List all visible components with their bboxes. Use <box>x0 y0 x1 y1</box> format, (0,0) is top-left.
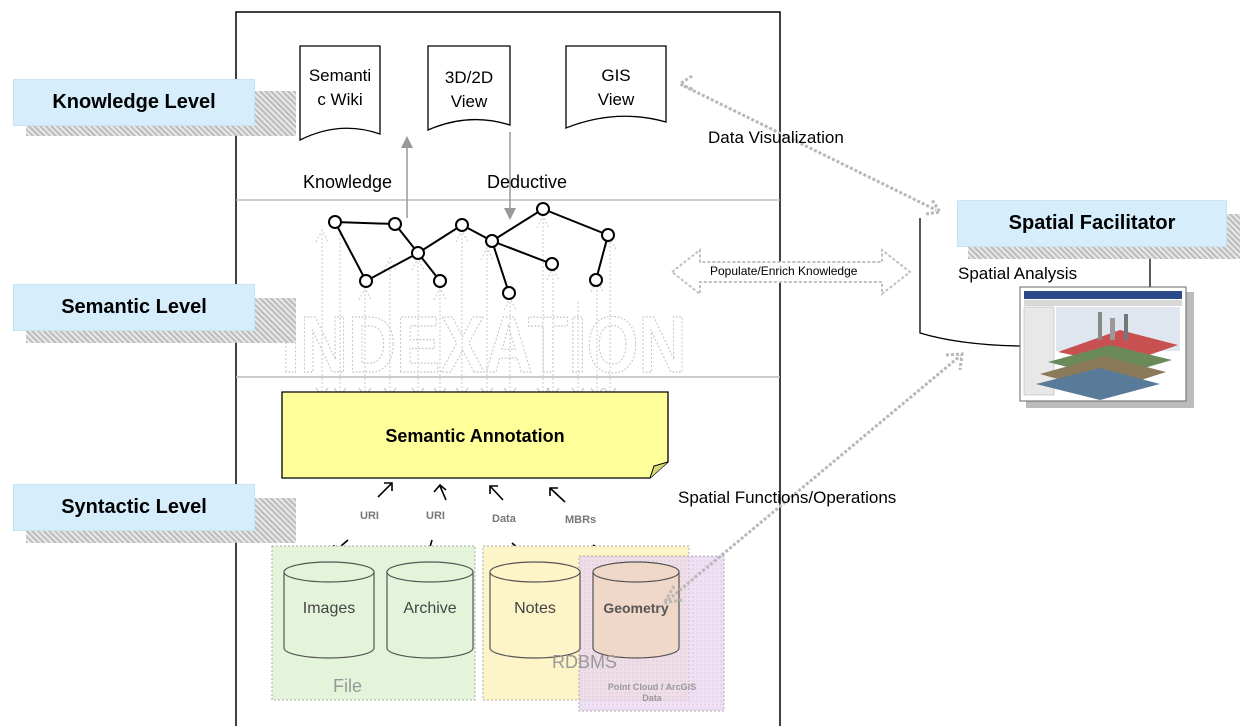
graph-node <box>485 234 499 248</box>
graph-node <box>328 215 342 229</box>
graph-node <box>601 228 615 242</box>
annotation-input-arrows <box>377 482 566 503</box>
semantic-wiki-text: Semanti c Wiki <box>308 66 372 109</box>
document-semantic-wiki <box>299 45 381 142</box>
semantic-level-label: Semantic Level <box>61 296 207 318</box>
db-images-label: Images <box>302 600 356 617</box>
spatial-facilitator-label: Spatial Facilitator <box>1008 212 1176 234</box>
knowledge-level-box: Knowledge Level <box>13 79 255 126</box>
knowledge-level-label: Knowledge Level <box>52 91 216 113</box>
indexation-outline-text: INDEXATION <box>282 300 687 389</box>
point-cloud-label: Point Cloud / ArcGIS Data <box>607 682 697 703</box>
graph-node <box>411 246 425 260</box>
graph-node <box>589 273 603 287</box>
file-region-label: File <box>333 676 363 696</box>
db-notes-label: Notes <box>514 600 556 617</box>
graph-node <box>388 217 402 231</box>
database-cylinders <box>283 561 680 659</box>
semantic-graph <box>328 202 615 300</box>
spatial-functions-label: Spatial Functions/Operations <box>678 488 897 507</box>
graph-node <box>433 274 447 288</box>
spatial-analysis-label: Spatial Analysis <box>958 264 1078 283</box>
graph-node <box>502 286 516 300</box>
source-uri-2: URI <box>426 510 445 522</box>
knowledge-arrow-up <box>401 136 413 148</box>
graph-node <box>359 274 373 288</box>
gis-view-text: GIS View <box>597 66 635 109</box>
populate-enrich-label: Populate/Enrich Knowledge <box>710 264 858 278</box>
spatial-facilitator-cylinder <box>919 218 1021 347</box>
spatial-analysis-screenshot <box>1019 286 1194 408</box>
source-uri-1: URI <box>360 510 379 522</box>
view-3d2d-text: 3D/2D View <box>444 68 494 111</box>
graph-node <box>545 257 559 271</box>
semantic-level-box: Semantic Level <box>13 284 255 331</box>
deductive-label: Deductive <box>487 172 568 192</box>
db-geometry-label: Geometry <box>603 600 669 616</box>
source-mbrs: MBRs <box>565 514 597 526</box>
syntactic-level-label: Syntactic Level <box>61 496 207 518</box>
syntactic-level-box: Syntactic Level <box>13 484 255 531</box>
data-visualization-label: Data Visualization <box>708 128 844 147</box>
knowledge-label: Knowledge <box>303 172 393 192</box>
rdbms-region-label: RDBMS <box>552 652 618 672</box>
populate-enrich-arrow <box>670 247 912 297</box>
semantic-annotation-label: Semantic Annotation <box>385 426 565 446</box>
graph-node <box>536 202 550 216</box>
dotted-arrows <box>661 74 964 606</box>
graph-node <box>455 218 469 232</box>
deductive-arrow-down <box>504 208 516 220</box>
document-gis-view <box>565 45 667 129</box>
spatial-facilitator-box: Spatial Facilitator <box>957 200 1227 247</box>
source-data: Data <box>492 513 516 525</box>
document-3d2d-view <box>427 45 511 131</box>
db-archive-label: Archive <box>403 600 457 617</box>
